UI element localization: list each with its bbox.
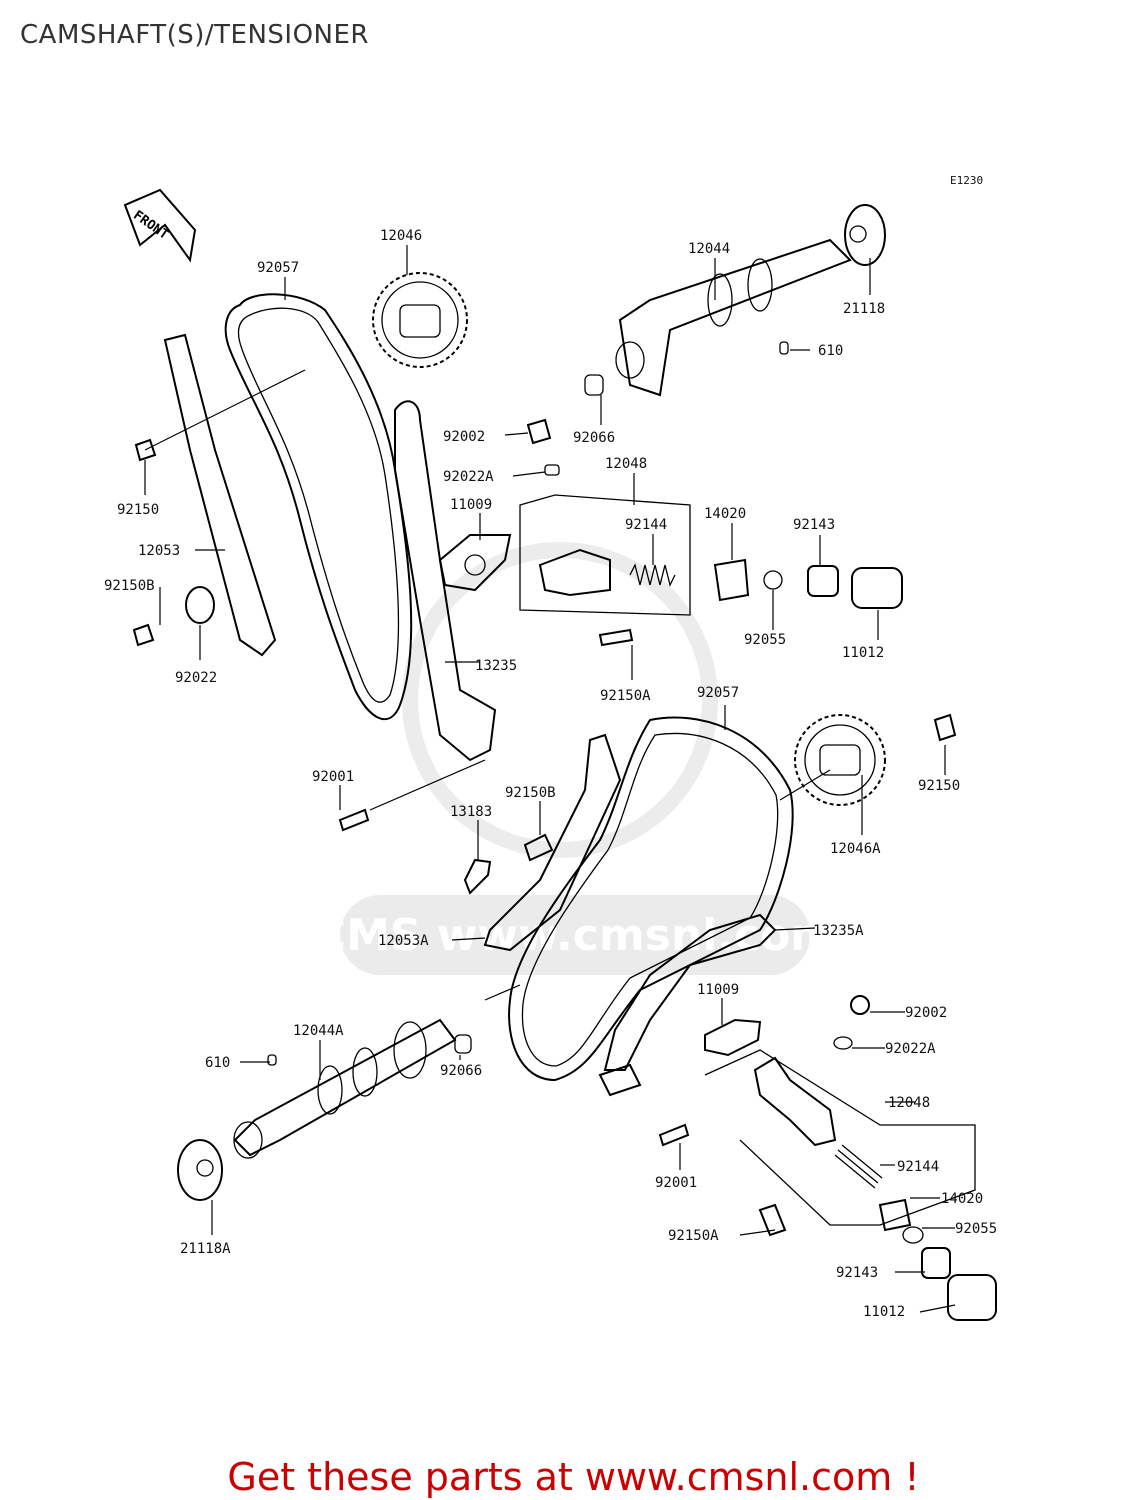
part-label-92055-top: 92055: [744, 632, 786, 648]
part-label-92057-bottom: 92057: [697, 685, 739, 701]
part-label-92150a-top: 92150A: [600, 688, 651, 704]
part-label-12044: 12044: [688, 241, 730, 257]
part-label-12046a: 12046A: [830, 841, 881, 857]
footer-link[interactable]: Get these parts at www.cmsnl.com !: [227, 1455, 920, 1499]
part-label-12048-top: 12048: [605, 456, 647, 472]
part-label-92055-bottom: 92055: [955, 1221, 997, 1237]
part-label-610-top: 610: [818, 343, 843, 359]
part-label-92150b-mid: 92150B: [505, 785, 556, 801]
part-label-92022: 92022: [175, 670, 217, 686]
part-label-92066-top: 92066: [573, 430, 615, 446]
part-label-92022a-bottom: 92022A: [885, 1041, 936, 1057]
part-label-92143-top: 92143: [793, 517, 835, 533]
part-label-92001-bottom: 92001: [655, 1175, 697, 1191]
part-label-21118a: 21118A: [180, 1241, 231, 1257]
part-label-13235a: 13235A: [813, 923, 864, 939]
part-label-92002-bottom: 92002: [905, 1005, 947, 1021]
part-label-11012-bottom: 11012: [863, 1304, 905, 1320]
part-label-92150-right: 92150: [918, 778, 960, 794]
part-label-92057-top: 92057: [257, 260, 299, 276]
part-label-13183: 13183: [450, 804, 492, 820]
part-label-92022a-top: 92022A: [443, 469, 494, 485]
lower-assembly: [177, 713, 997, 1321]
part-label-92150b-left: 92150B: [104, 578, 155, 594]
part-label-21118: 21118: [843, 301, 885, 317]
part-label-12046: 12046: [380, 228, 422, 244]
part-label-12053a: 12053A: [378, 933, 429, 949]
part-label-610-bottom: 610: [205, 1055, 230, 1071]
page-title: CAMSHAFT(S)/TENSIONER: [20, 20, 369, 50]
part-label-92066-bottom: 92066: [440, 1063, 482, 1079]
part-label-11009-bottom: 11009: [697, 982, 739, 998]
part-label-92143-bottom: 92143: [836, 1265, 878, 1281]
part-label-14020-bottom: 14020: [941, 1191, 983, 1207]
part-labels: 12046 12044 92057 21118 610 92002 92066 …: [104, 228, 997, 1320]
part-label-11012-top: 11012: [842, 645, 884, 661]
upper-assembly: [132, 204, 903, 762]
part-label-12044a: 12044A: [293, 1023, 344, 1039]
watermark: CMS www.cmsnl.com: [314, 542, 836, 975]
part-label-92150a-bottom: 92150A: [668, 1228, 719, 1244]
part-label-12048-bottom: 12048: [888, 1095, 930, 1111]
diagram-code: E1230: [950, 174, 983, 187]
part-label-92144-top: 92144: [625, 517, 667, 533]
part-label-92002-top: 92002: [443, 429, 485, 445]
part-label-92144-bottom: 92144: [897, 1159, 939, 1175]
part-label-11009-top: 11009: [450, 497, 492, 513]
part-label-92150-left: 92150: [117, 502, 159, 518]
part-label-13235: 13235: [475, 658, 517, 674]
part-label-14020-top: 14020: [704, 506, 746, 522]
part-label-92001-top: 92001: [312, 769, 354, 785]
leader-lines: [144, 245, 956, 1313]
front-arrow-icon: FRONT: [123, 188, 197, 263]
part-label-12053: 12053: [138, 543, 180, 559]
